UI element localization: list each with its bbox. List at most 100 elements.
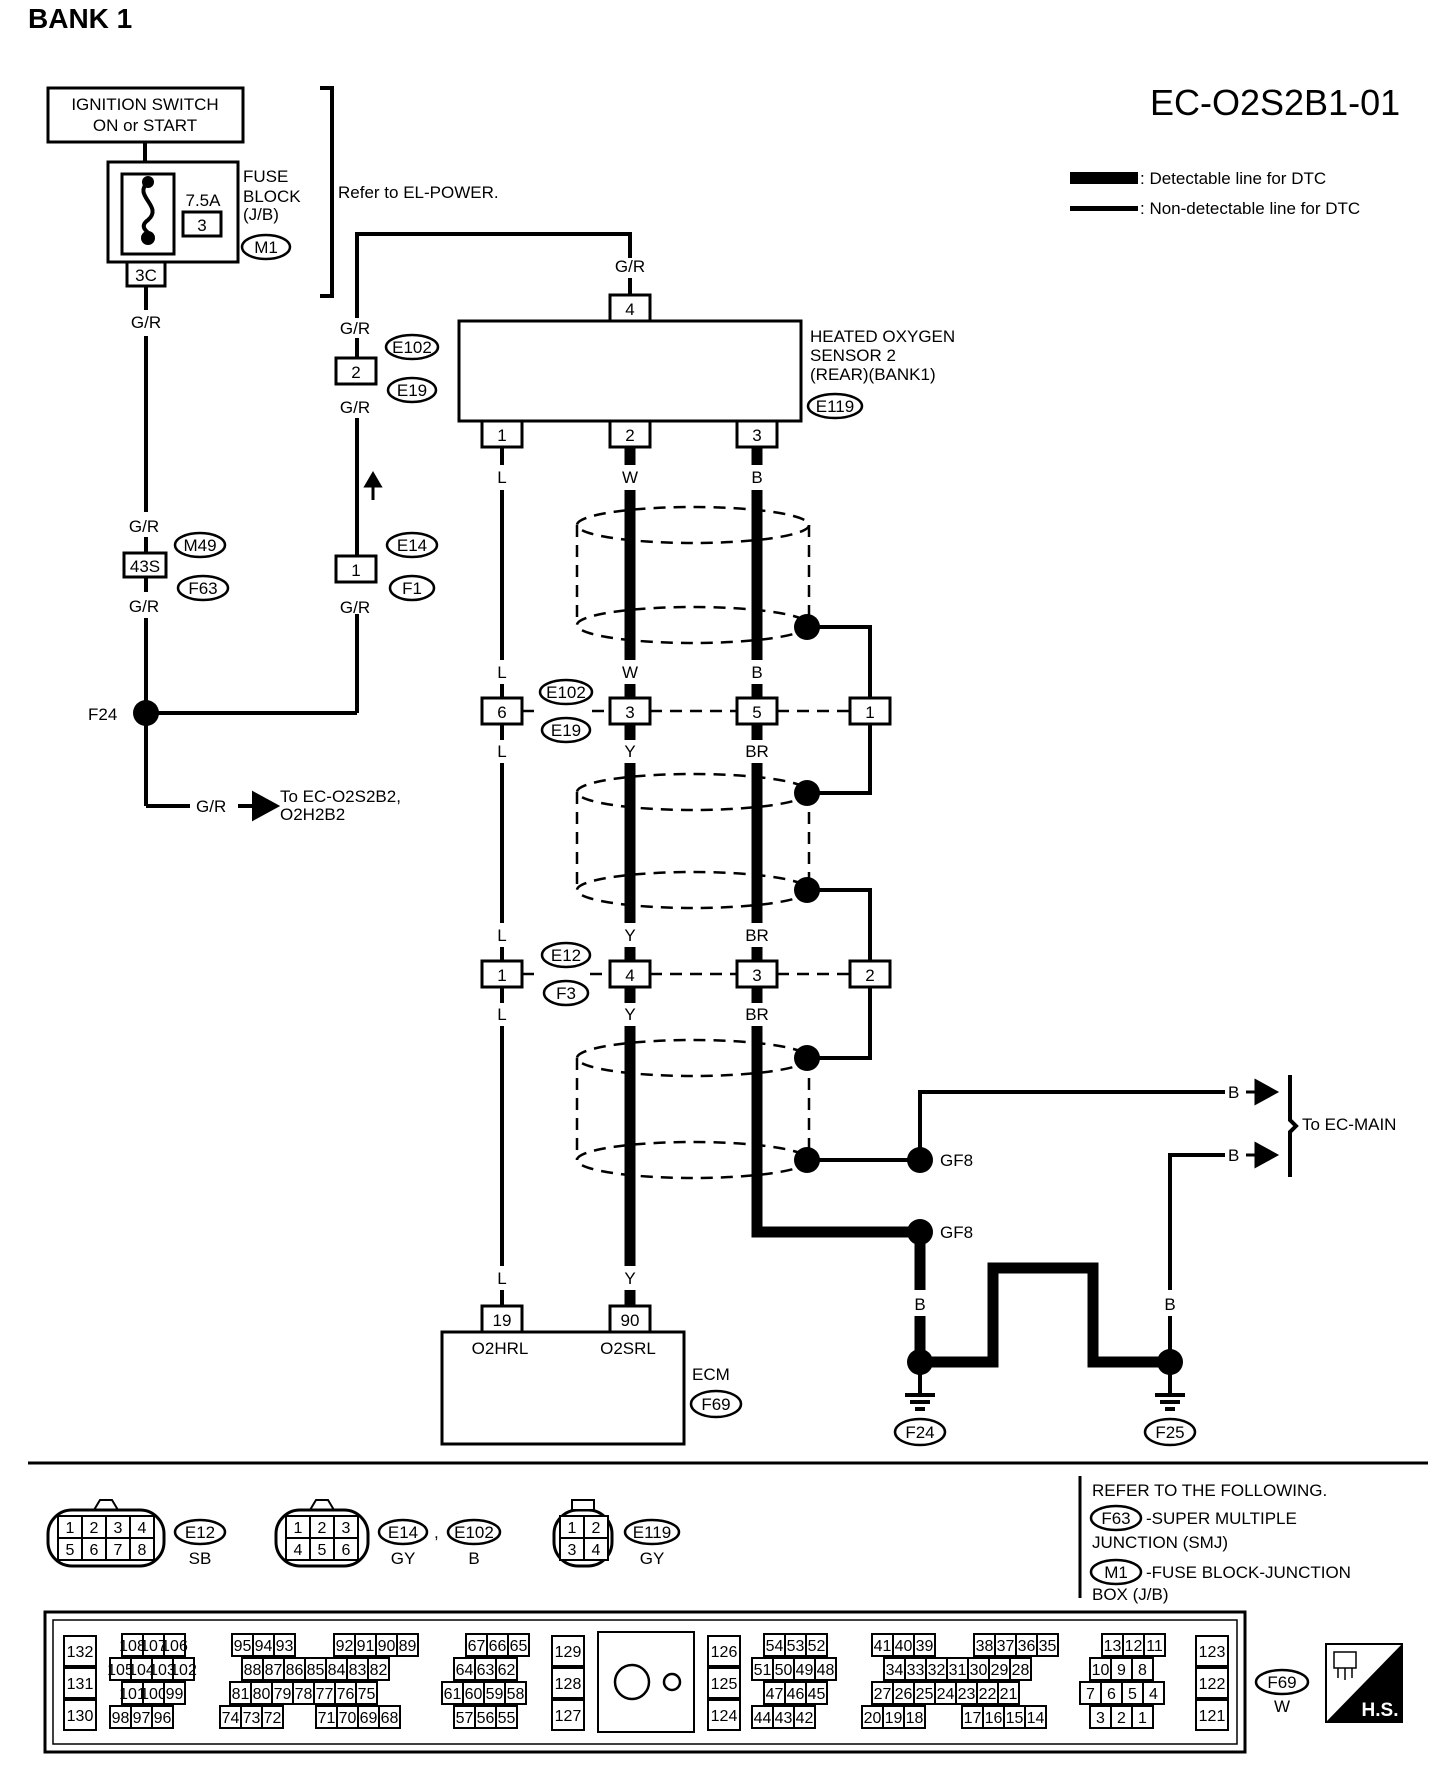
ecm-pin-label: 5 (1128, 1686, 1137, 1703)
ecm-pin-label: 44 (754, 1710, 772, 1727)
ecm-pin (551, 1635, 585, 1667)
to-ec-main-text: To EC-MAIN (1302, 1115, 1396, 1134)
face-color-e12: SB (189, 1549, 212, 1568)
ecm-box (440, 1330, 686, 1446)
e12-pin (129, 1537, 155, 1561)
ecm-pin-label: 70 (339, 1710, 357, 1727)
ecm-pin-label: 17 (964, 1710, 982, 1727)
ecm-pin-label: 15 (1006, 1710, 1024, 1727)
ecm-pin-label: 7 (1086, 1686, 1095, 1703)
ecm-pin (1024, 1705, 1047, 1729)
conn-label-f24: F24 (905, 1423, 934, 1442)
ecm-pin-label: 27 (874, 1686, 892, 1703)
wire-color-br-1: BR (745, 742, 769, 761)
pin-sensor-2: 2 (625, 426, 634, 445)
ecm-pin (396, 1633, 419, 1657)
refer-f63-desc: -SUPER MULTIPLE (1146, 1509, 1297, 1528)
conn-label-e102-b: E102 (546, 683, 586, 702)
e119-pin-label: 3 (568, 1542, 577, 1559)
ecm-pin (1131, 1705, 1154, 1729)
conn-label-f25: F25 (1155, 1423, 1184, 1442)
to-ec-o2s2b2-line1: To EC-O2S2B2, (280, 787, 401, 806)
pin-19: 19 (493, 1311, 512, 1330)
e14-pin-label: 4 (294, 1542, 303, 1559)
conn-label-f69: F69 (701, 1395, 730, 1414)
ecm-pin-label: 81 (232, 1686, 250, 1703)
e12-pin-label: 6 (90, 1542, 99, 1559)
ignition-line1: IGNITION SWITCH (71, 95, 218, 114)
face-label-e14: E14 (388, 1523, 418, 1542)
harness-side-icon: H.S. (1325, 1643, 1403, 1723)
ecm-pin-label: 53 (787, 1638, 805, 1655)
ecm-pin (378, 1705, 401, 1729)
pin-sensor-3: 3 (752, 426, 761, 445)
pin-shield-2: 2 (865, 966, 874, 985)
ecm-pin (172, 1657, 195, 1681)
ecm-pin-label: 16 (985, 1710, 1003, 1727)
fuse-block: 7.5A 3 (106, 160, 240, 264)
wire-color-b-g2: B (987, 1295, 998, 1314)
ecm-pin-label: 31 (949, 1662, 967, 1679)
ecm-pin (261, 1705, 284, 1729)
arrow-right-icon (238, 790, 281, 822)
ecm-pin (1009, 1657, 1032, 1681)
wire-color-gr-1: G/R (131, 313, 161, 332)
wire-color-br-2: BR (745, 926, 769, 945)
refer-label-f63: F63 (1101, 1509, 1130, 1528)
ecm-pin-label: 9 (1117, 1662, 1126, 1679)
face-color-f69: W (1274, 1697, 1290, 1716)
conn-label-e119: E119 (816, 397, 854, 416)
heated-oxygen-sensor-box (457, 319, 803, 423)
ecm-pin-label: 24 (937, 1686, 955, 1703)
ecm-pin-label: 86 (286, 1662, 304, 1679)
pin-shield-1: 1 (865, 703, 874, 722)
ecm-pin (1131, 1657, 1154, 1681)
face-color-e119: GY (640, 1549, 665, 1568)
ecm-pin (707, 1635, 741, 1667)
refer-m1-desc: -FUSE BLOCK-JUNCTION (1146, 1563, 1351, 1582)
ecm-pin (551, 1667, 585, 1699)
e14-pin-label: 2 (318, 1520, 327, 1537)
ecm-pin-label: 60 (465, 1686, 483, 1703)
face-label-f69: F69 (1267, 1673, 1296, 1692)
ecm-pin (1036, 1633, 1059, 1657)
pin-e14-1: 1 (351, 561, 360, 580)
splice-label-gf8-b: GF8 (940, 1223, 973, 1242)
ecm-pin-label: 18 (906, 1710, 924, 1727)
ecm-pin-label: 72 (264, 1710, 282, 1727)
ecm-pin (1195, 1667, 1229, 1699)
ecm-pin-label: 90 (378, 1638, 396, 1655)
ecm-pin-label: 93 (276, 1638, 294, 1655)
shield-1 (575, 505, 872, 698)
legend-non-detectable-text: : Non-detectable line for DTC (1140, 199, 1360, 218)
ecm-pin-label: 69 (360, 1710, 378, 1727)
ecm-pin-label: 2 (1117, 1710, 1126, 1727)
ecm-pin (1195, 1699, 1229, 1731)
refer-label-m1: M1 (1104, 1563, 1128, 1582)
ecm-pin-label: 83 (349, 1662, 367, 1679)
ecm-pin-label: 4 (1149, 1686, 1158, 1703)
ecm-pin-label: 52 (808, 1638, 826, 1655)
ecm-pin-label: 43 (775, 1710, 793, 1727)
ecm-pin-label: 54 (766, 1638, 784, 1655)
ecm-pin (507, 1633, 530, 1657)
ecm-pin-label: 84 (328, 1662, 346, 1679)
ignition-line2: ON or START (93, 116, 197, 135)
refer-f63-desc2: JUNCTION (SMJ) (1092, 1533, 1228, 1552)
ecm-pin-label: 3 (1096, 1710, 1105, 1727)
ecm-pin-label: 129 (555, 1644, 582, 1661)
fuse-label3: (J/B) (243, 205, 279, 224)
ecm-pin-label: 98 (112, 1710, 130, 1727)
pin-3c: 3C (135, 266, 157, 285)
legend-detectable-text: : Detectable line for DTC (1140, 169, 1326, 188)
ecm-pin90-name: O2SRL (600, 1339, 656, 1358)
ground-icon (1155, 1362, 1185, 1411)
ecm-pin (814, 1657, 837, 1681)
legend-non-detectable-line (1070, 206, 1138, 211)
ecm-pin-label: 49 (796, 1662, 814, 1679)
ecm-pin-label: 68 (381, 1710, 399, 1727)
shield-2 (575, 724, 872, 961)
ecm-pin (504, 1681, 527, 1705)
ecm-pin-label: 128 (555, 1676, 582, 1693)
shield-3 (575, 987, 920, 1180)
